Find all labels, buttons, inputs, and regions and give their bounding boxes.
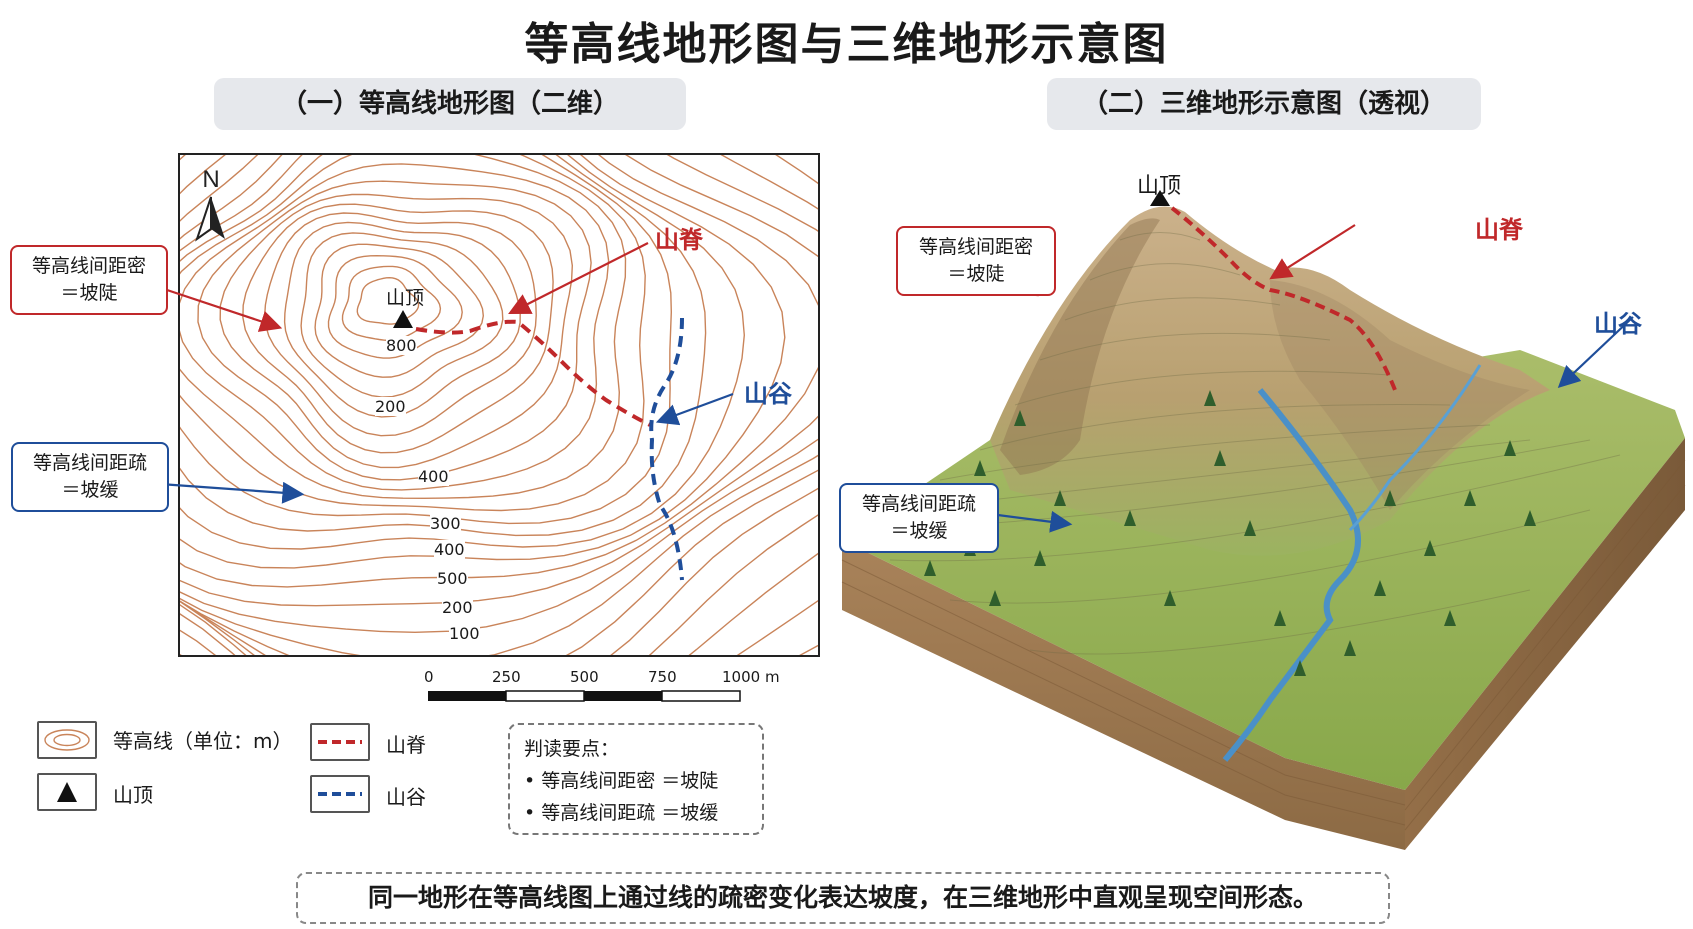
scale-label: 0 [424, 668, 434, 686]
contour-value: 400 [434, 540, 465, 559]
right-panel-heading: （二）三维地形示意图（透视） [1047, 78, 1481, 130]
legend-valley-swatch [310, 775, 370, 813]
contour-line [341, 265, 442, 342]
north-arrow-icon: N [195, 166, 225, 242]
contour-value: 500 [437, 569, 468, 588]
legend-peak-label: 山顶 [113, 783, 153, 807]
valley-arrow [655, 392, 734, 426]
keypoint-item: • 等高线间距疏 ＝坡缓 [524, 802, 719, 824]
scale-label: 250 [492, 668, 521, 686]
terrain-sparse-arrow [989, 510, 1073, 533]
terrain-dense-callout: 等高线间距密＝坡陡 [896, 226, 1056, 296]
north-label: N [202, 166, 219, 193]
page-title: 等高线地形图与三维地形示意图 [524, 19, 1169, 70]
map-dense-callout: 等高线间距密＝坡陡 [10, 245, 168, 315]
contour-value: 800 [386, 336, 417, 355]
map-peak-label: 山顶 [386, 287, 425, 309]
contour-line [180, 155, 627, 500]
terrain-ridge-label: 山脊 [1475, 216, 1523, 244]
keypoint-item: • 等高线间距密 ＝坡陡 [524, 770, 719, 792]
legend-peak-swatch [37, 773, 97, 811]
contour-line [180, 155, 818, 634]
contour-value: 100 [449, 624, 480, 643]
terrain-peak-icon [1150, 190, 1170, 206]
terrain-ridge-arrow [1269, 224, 1356, 280]
map-valley-label: 山谷 [744, 380, 792, 408]
bottom-note: 同一地形在等高线图上通过线的疏密变化表达坡度，在三维地形中直观呈现空间形态。 [296, 872, 1390, 924]
scale-label: 750 [648, 668, 677, 686]
terrain-valley-arrow [1557, 316, 1634, 389]
contour-line [180, 155, 818, 588]
ridge-arrow [508, 242, 649, 314]
peak-legend-icon [57, 782, 77, 802]
sparse-arrow [159, 481, 305, 504]
scale-label: 1000 m [722, 668, 780, 686]
contour-value: 200 [375, 397, 406, 416]
contour-line [219, 193, 574, 469]
contour-line [283, 221, 521, 418]
map-peak-icon [393, 310, 413, 328]
contour-value: 300 [430, 514, 461, 533]
contour-line [180, 155, 746, 550]
terrain-valley-label: 山谷 [1594, 310, 1642, 338]
terrain-sparse-callout: 等高线间距疏＝坡缓 [839, 483, 999, 553]
contour-line [180, 514, 818, 655]
keypoints-title: 判读要点： [524, 738, 620, 760]
terrain-ridge-line [1170, 206, 1397, 391]
contour-line [180, 155, 646, 512]
contour-line [180, 487, 818, 655]
contour-lines [180, 155, 818, 655]
keypoints-box: 判读要点： • 等高线间距密 ＝坡陡 • 等高线间距疏 ＝坡缓 [508, 723, 764, 835]
legend-contour-swatch [37, 721, 97, 759]
contour-value: 200 [442, 598, 473, 617]
legend-valley-label: 山谷 [386, 785, 426, 809]
terrain-3d-block [841, 190, 1686, 850]
map-ridge-label: 山脊 [655, 226, 703, 254]
left-panel-heading: （一）等高线地形图（二维） [214, 78, 686, 130]
valley-legend-icon [318, 792, 362, 796]
terrain-peak-label: 山顶 [1137, 174, 1182, 199]
scale-label: 500 [570, 668, 599, 686]
contour-line [314, 243, 485, 378]
map-ridge-line [415, 319, 651, 427]
legend-ridge-label: 山脊 [386, 733, 426, 757]
contour-line [300, 232, 504, 398]
dense-arrow [157, 285, 283, 332]
contour-line [180, 163, 610, 491]
ridge-legend-icon [318, 740, 362, 744]
map-sparse-callout: 等高线间距疏＝坡缓 [11, 442, 169, 512]
contour-line [180, 155, 818, 655]
map-valley-line [649, 317, 684, 581]
contour-line [327, 254, 463, 359]
scale-bar [428, 690, 741, 702]
contour-line [242, 203, 554, 454]
contour-line [180, 155, 673, 525]
legend-ridge-swatch [310, 723, 370, 761]
contour-line [197, 180, 592, 481]
contour-line [180, 155, 818, 655]
contour-line [180, 155, 707, 537]
legend-contour-label: 等高线（单位：m） [113, 729, 293, 753]
contour-line [180, 155, 786, 569]
contour-legend-icon [44, 729, 90, 751]
contour-map [178, 153, 820, 657]
contour-line [180, 155, 818, 607]
contour-value: 400 [418, 467, 449, 486]
